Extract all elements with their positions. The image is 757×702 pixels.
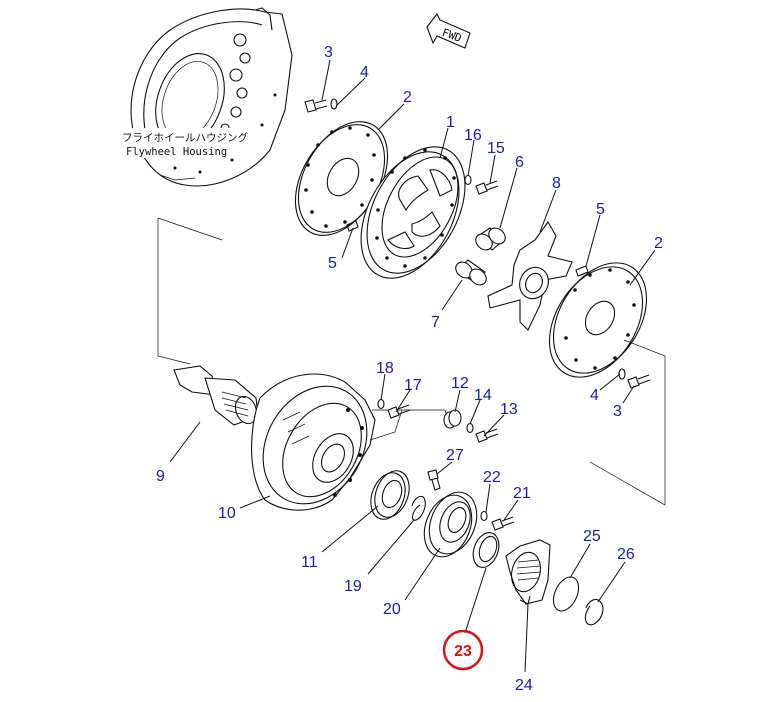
callout-3-right: 3 xyxy=(613,403,622,420)
callout-4-top: 4 xyxy=(360,64,369,81)
callout-10: 10 xyxy=(218,505,236,522)
callout-7: 7 xyxy=(431,314,440,331)
cover-part-20 xyxy=(423,491,478,558)
callout-14: 14 xyxy=(474,387,492,404)
bracket-line-12 xyxy=(402,409,449,421)
callout-5-right: 5 xyxy=(596,201,605,218)
callout-22: 22 xyxy=(483,469,501,486)
callout-24: 24 xyxy=(515,677,533,694)
housing-label-jp: フライホイールハウジング xyxy=(122,131,248,144)
snap-ring-part-26 xyxy=(584,598,604,626)
o-ring-part-25 xyxy=(552,576,580,612)
leader-lines xyxy=(169,59,656,673)
spider-element-part-8 xyxy=(487,220,573,331)
bolt-part-15 xyxy=(475,180,499,195)
callout-17: 17 xyxy=(404,377,422,394)
bolt-part-21 xyxy=(491,516,515,531)
seal-part-23 xyxy=(472,532,500,568)
housing-label-en: Flywheel Housing xyxy=(126,146,227,158)
callout-20: 20 xyxy=(383,601,401,618)
callout-4-right: 4 xyxy=(590,387,599,404)
highlighted-callout-23: 23 xyxy=(442,629,484,671)
callout-25: 25 xyxy=(583,528,601,545)
pin-part-5-right xyxy=(575,265,589,277)
case-part-10 xyxy=(250,373,403,511)
callout-2-right: 2 xyxy=(654,235,663,252)
shaft-part-9 xyxy=(173,365,259,426)
coupling-housing-part-1 xyxy=(360,146,466,279)
callout-18: 18 xyxy=(376,360,394,377)
callout-2-left: 2 xyxy=(403,89,412,106)
bush-part-7 xyxy=(455,259,487,286)
callout-13: 13 xyxy=(500,401,518,418)
bolt-part-13 xyxy=(475,428,499,443)
pin-part-5-left xyxy=(346,220,359,232)
clip-part-12 xyxy=(443,409,462,429)
bolt-part-17 xyxy=(387,404,411,419)
callout-5-left: 5 xyxy=(328,255,337,272)
callout-15: 15 xyxy=(487,140,505,157)
callout-21: 21 xyxy=(513,485,531,502)
plate-part-2-left xyxy=(294,121,389,236)
callout-19: 19 xyxy=(344,578,362,595)
callout-3-top: 3 xyxy=(324,44,333,61)
washer-part-16 xyxy=(464,174,472,186)
washer-part-22 xyxy=(480,510,488,522)
callout-26: 26 xyxy=(617,546,635,563)
fwd-label: FWD xyxy=(440,26,463,45)
washer-part-4-right xyxy=(618,368,626,380)
bush-part-6 xyxy=(475,227,506,251)
callout-labels: 3 4 2 1 16 15 6 8 5 2 5 7 4 3 18 17 12 1… xyxy=(156,44,663,694)
snap-ring-part-19 xyxy=(411,495,426,521)
fitting-part-27 xyxy=(427,469,441,491)
plate-part-2-right xyxy=(548,262,648,378)
callout-1: 1 xyxy=(446,114,455,131)
bolt-part-3-top xyxy=(304,98,338,113)
highlight-label: 23 xyxy=(454,643,472,660)
callout-16: 16 xyxy=(464,127,482,144)
highlight-circle xyxy=(442,629,484,671)
washer-part-18 xyxy=(377,398,385,410)
bolt-part-3-right xyxy=(627,374,651,389)
callout-9: 9 xyxy=(156,468,165,485)
callout-11: 11 xyxy=(301,554,318,571)
alignment-frame-lines xyxy=(157,217,666,506)
bearing-part-11 xyxy=(370,470,410,520)
yoke-part-24 xyxy=(505,539,551,605)
callout-12: 12 xyxy=(451,375,469,392)
washer-part-14 xyxy=(466,422,474,434)
callout-8: 8 xyxy=(552,175,561,192)
callout-6: 6 xyxy=(515,154,524,171)
flywheel-housing-drawing: フライホイールハウジング Flywheel Housing xyxy=(122,7,293,187)
callout-27: 27 xyxy=(446,447,464,464)
fwd-arrow: FWD xyxy=(426,12,471,49)
